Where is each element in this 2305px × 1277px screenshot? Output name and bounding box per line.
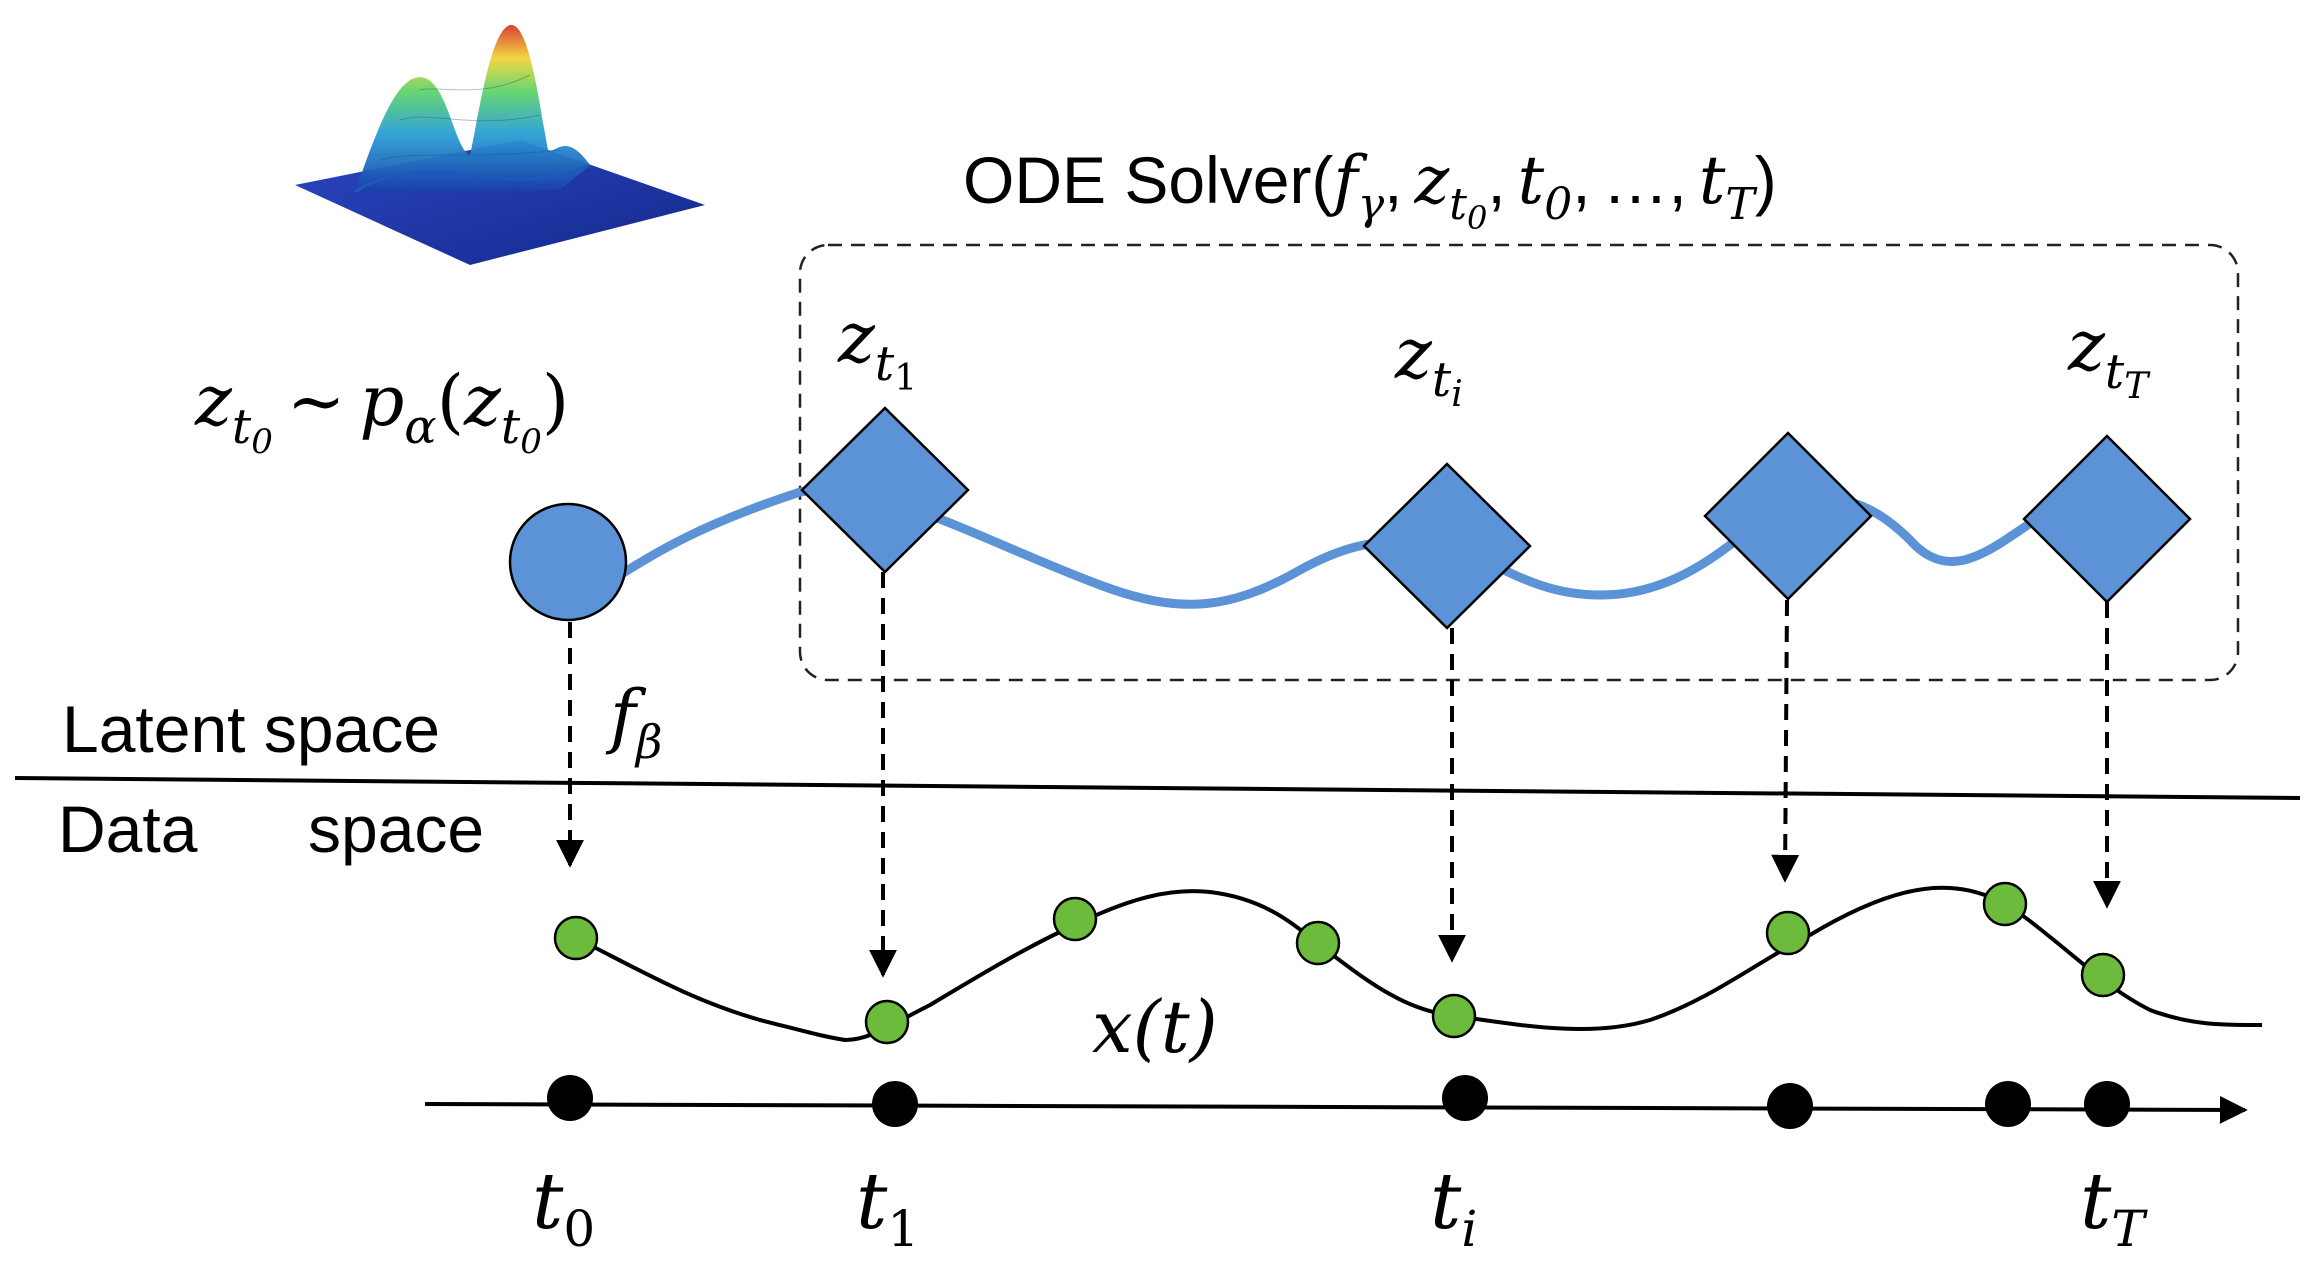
time-point	[2084, 1081, 2130, 1127]
time-point	[1767, 1083, 1813, 1129]
latent-diamond	[1703, 431, 1873, 601]
ode-solver-title: ODE Solver(fγ,zt0,t0,…,tT)	[963, 142, 1777, 237]
decoding-arrows	[556, 572, 2121, 978]
decoder-label: fβ	[605, 675, 663, 769]
time-label-t0: t0	[532, 1157, 595, 1258]
latent-label-t1: zt1	[837, 297, 917, 399]
time-label-tT: tT	[2080, 1157, 2148, 1258]
observation-points	[553, 881, 2126, 1045]
time-label-ti: ti	[1430, 1157, 1477, 1258]
observation-point	[1295, 920, 1341, 966]
latent-diamond	[2022, 434, 2192, 604]
latent-label-ti: zti	[1394, 313, 1463, 415]
time-point	[547, 1075, 593, 1121]
latent-label-tT: ztT	[2067, 305, 2151, 407]
latent-states	[800, 406, 2192, 630]
time-point	[1985, 1081, 2031, 1127]
data-space-label-word1: Data	[58, 792, 198, 866]
decode-arrow	[1771, 599, 1800, 883]
latent-diamond	[800, 406, 970, 574]
observation-point	[1982, 881, 2028, 927]
observation-point	[864, 999, 910, 1045]
space-separator-line	[14, 776, 2301, 800]
prior-density-surface-icon	[295, 24, 705, 265]
initial-latent-state	[508, 502, 628, 622]
ode-solver-box	[798, 243, 2240, 682]
observation-point	[1431, 993, 1477, 1039]
observation-point	[1052, 896, 1098, 942]
time-point	[872, 1081, 918, 1127]
prior-label: zt0~pα(zt0)	[194, 360, 569, 462]
observation-label: x(t)	[1092, 985, 1218, 1069]
latent-space-label: Latent space	[62, 692, 440, 766]
latent-diamond	[1362, 462, 1532, 630]
time-points	[547, 1075, 2130, 1129]
observation-point	[2080, 952, 2126, 998]
time-axis	[424, 1095, 2248, 1124]
observation-point	[1765, 910, 1811, 956]
data-space-label-word2: space	[308, 792, 484, 866]
time-point	[1442, 1075, 1488, 1121]
observation-point	[553, 915, 599, 961]
time-label-t1: t1	[856, 1157, 919, 1258]
